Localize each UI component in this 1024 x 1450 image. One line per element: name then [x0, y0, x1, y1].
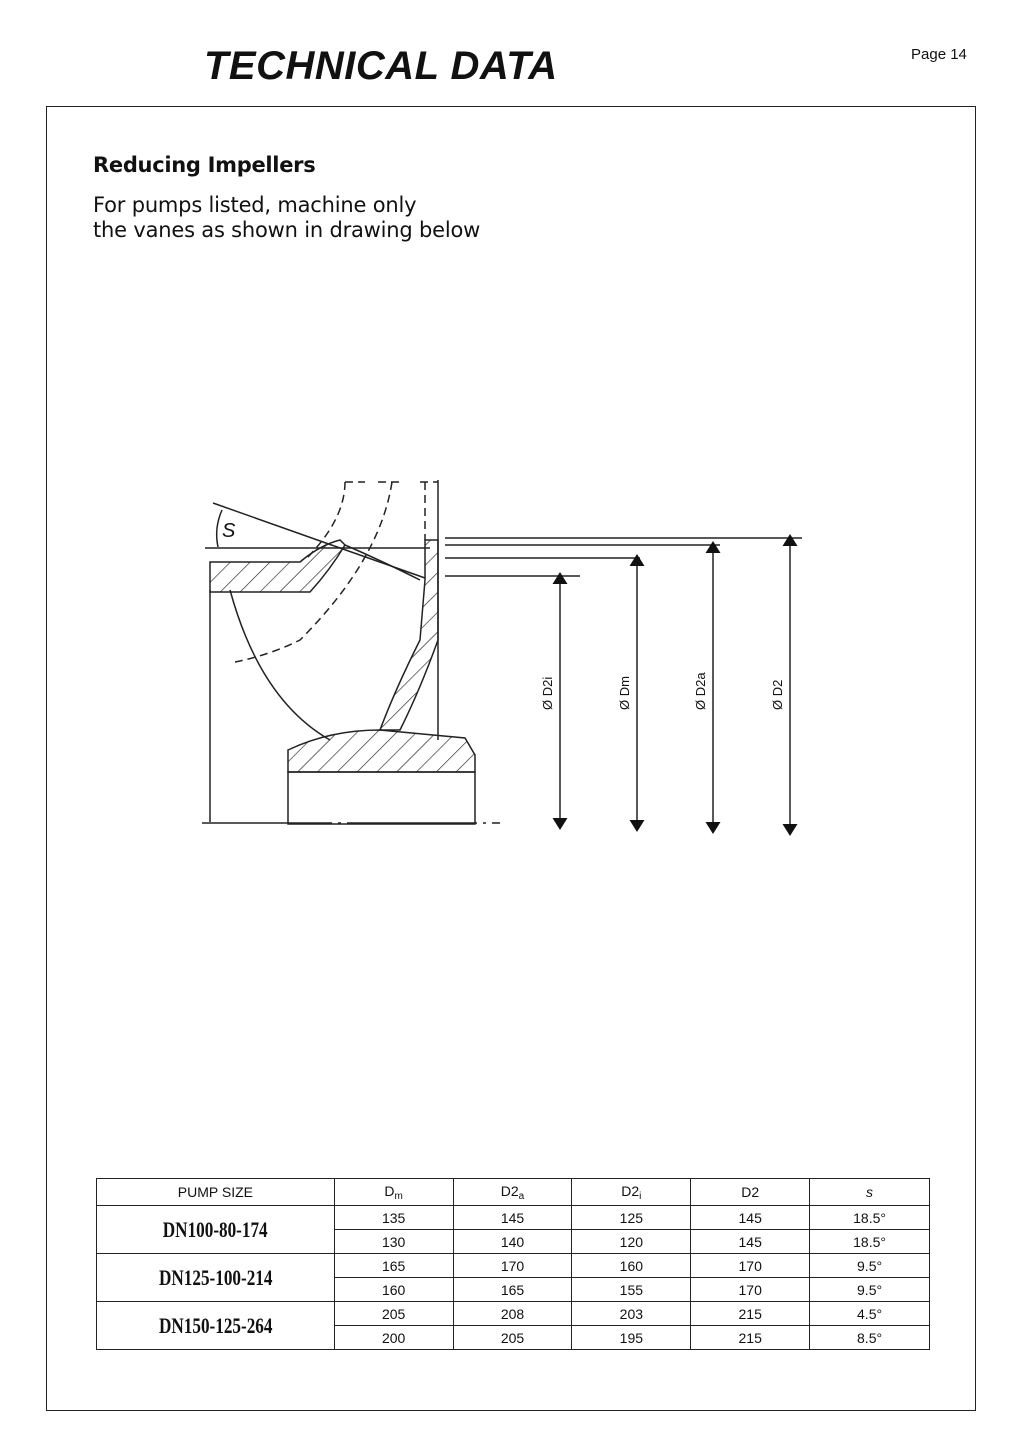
dim-label-d2a: Ø D2a	[693, 672, 708, 710]
table-cell: 215	[690, 1301, 811, 1326]
table-cell: 4.5°	[809, 1301, 930, 1326]
table-cell: 160	[571, 1253, 692, 1278]
table-cell: 145	[452, 1205, 573, 1230]
table-cell: 125	[571, 1205, 692, 1230]
table-cell: 165	[333, 1253, 454, 1278]
header-d2: D2	[690, 1178, 811, 1206]
table-row: 200 205 195 215 8.5°	[97, 1325, 930, 1350]
dim-label-dm: Ø Dm	[617, 676, 632, 710]
table-cell: 145	[690, 1229, 811, 1254]
table-cell: 205	[452, 1325, 573, 1350]
table-cell: 120	[571, 1229, 692, 1254]
table-cell: 170	[690, 1277, 811, 1302]
table-cell: 170	[690, 1253, 811, 1278]
description-line-1: For pumps listed, machine only	[93, 193, 417, 217]
table-cell: 145	[690, 1205, 811, 1230]
description-line-2: the vanes as shown in drawing below	[93, 218, 481, 242]
impeller-spec-table: PUMP SIZE Dm D2a D2i D2 s DN100-80-174 1…	[96, 1178, 930, 1350]
section-heading: Reducing Impellers	[93, 153, 316, 177]
dim-label-d2i: Ø D2i	[540, 677, 555, 710]
content-frame	[46, 106, 976, 1411]
section-description: For pumps listed, machine only the vanes…	[93, 193, 480, 243]
table-cell: 18.5°	[809, 1205, 930, 1230]
table-row: DN150-125-264 205 208 203 215 4.5°	[96, 1301, 930, 1350]
pump-size-cell: DN125-100-214	[96, 1253, 335, 1302]
table-cell: 135	[333, 1205, 454, 1230]
table-cell: 170	[452, 1253, 573, 1278]
pump-size-cell: DN150-125-264	[96, 1301, 335, 1350]
table-cell: 9.5°	[809, 1277, 930, 1302]
table-row: DN125-100-214 165 170 160 170 9.5°	[96, 1253, 930, 1302]
angle-label: S	[222, 520, 236, 542]
page-title: TECHNICAL DATA	[204, 44, 558, 88]
table-header-row: PUMP SIZE Dm D2a D2i D2 s	[96, 1178, 930, 1206]
table-row: DN100-80-174 135 145 125 145 18.5°	[96, 1205, 930, 1254]
header-d2i: D2i	[571, 1178, 692, 1206]
table-cell: 203	[571, 1301, 692, 1326]
table-cell: 155	[571, 1277, 692, 1302]
table-cell: 205	[333, 1301, 454, 1326]
header-d2a: D2a	[452, 1178, 573, 1206]
header-dm: Dm	[333, 1178, 454, 1206]
page-number: Page 14	[911, 46, 967, 63]
table-cell: 130	[333, 1229, 454, 1254]
header-s: s	[809, 1178, 930, 1206]
header-pump-size: PUMP SIZE	[96, 1178, 335, 1206]
table-cell: 140	[452, 1229, 573, 1254]
table-cell: 160	[333, 1277, 454, 1302]
table-cell: 215	[690, 1325, 811, 1350]
table-cell: 195	[571, 1325, 692, 1350]
dim-label-d2: Ø D2	[770, 680, 785, 710]
table-cell: 9.5°	[809, 1253, 930, 1278]
table-cell: 200	[333, 1325, 454, 1350]
table-cell: 18.5°	[809, 1229, 930, 1254]
table-row: 130 140 120 145 18.5°	[97, 1229, 930, 1254]
table-cell: 8.5°	[809, 1325, 930, 1350]
table-cell: 165	[452, 1277, 573, 1302]
pump-size-cell: DN100-80-174	[96, 1205, 335, 1254]
table-cell: 208	[452, 1301, 573, 1326]
